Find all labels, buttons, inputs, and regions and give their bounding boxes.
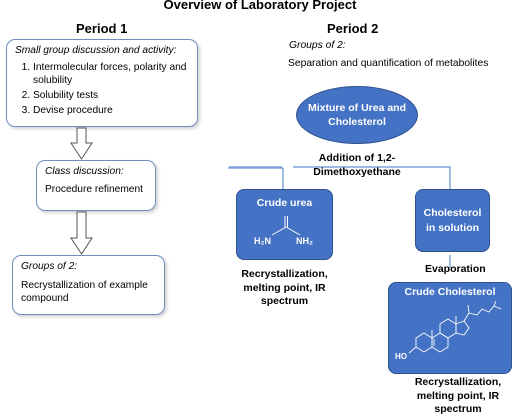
class-discussion-heading: Class discussion: bbox=[45, 166, 124, 177]
svg-text:H₂N: H₂N bbox=[254, 236, 271, 246]
down-arrow-icon bbox=[70, 127, 93, 160]
mixture-ellipse: Mixture of Urea and Cholesterol bbox=[296, 86, 418, 144]
period2-heading: Period 2 bbox=[327, 21, 379, 36]
list-item: Intermolecular forces, polarity and solu… bbox=[33, 61, 189, 87]
small-group-box: Small group discussion and activity: Int… bbox=[6, 39, 198, 127]
addition-label: Addition of 1,2-Dimethoxyethane bbox=[313, 152, 401, 178]
cholesterol-structure-icon: HO bbox=[395, 301, 502, 361]
groups-heading: Groups of 2: bbox=[21, 261, 78, 272]
small-group-list: Intermolecular forces, polarity and solu… bbox=[15, 61, 189, 117]
groups-text: Recrystallization of example compound bbox=[21, 280, 148, 305]
crude-urea-box: Crude urea H₂N NH₂ bbox=[236, 189, 333, 260]
period2-groups-text: Separation and quantification of metabol… bbox=[288, 58, 489, 69]
crude-cholesterol-box: Crude Cholesterol HO bbox=[388, 282, 512, 374]
cholesterol-solution-box: Cholesterol in solution bbox=[415, 189, 490, 252]
class-discussion-box: Class discussion: Procedure refinement bbox=[36, 160, 156, 211]
down-arrow-icon bbox=[70, 211, 93, 255]
evaporation-label: Evaporation bbox=[425, 263, 486, 275]
class-discussion-text: Procedure refinement bbox=[45, 184, 143, 196]
crude-urea-label: Crude urea bbox=[256, 197, 313, 209]
urea-structure-icon: H₂N NH₂ bbox=[254, 216, 313, 246]
period1-heading: Period 1 bbox=[76, 21, 128, 36]
branch-line bbox=[365, 166, 451, 190]
small-group-heading: Small group discussion and activity: bbox=[15, 45, 177, 56]
crude-cholesterol-label: Crude Cholesterol bbox=[404, 286, 496, 298]
cholesterol-solution-label: Cholesterol in solution bbox=[423, 207, 482, 234]
urea-result-label: Recrystallization, melting point, IR spe… bbox=[241, 268, 328, 308]
list-item: Solubility tests bbox=[33, 89, 189, 102]
svg-text:NH₂: NH₂ bbox=[296, 236, 313, 246]
mixture-label: Mixture of Urea and Cholesterol bbox=[307, 101, 407, 128]
svg-text:HO: HO bbox=[395, 352, 407, 361]
list-item: Devise procedure bbox=[33, 104, 189, 117]
page-title: Overview of Laboratory Project bbox=[163, 0, 357, 12]
groups-box-period1: Groups of 2: Recrystallization of exampl… bbox=[12, 255, 165, 315]
cholesterol-result-label: Recrystallization, melting point, IR spe… bbox=[414, 376, 502, 416]
period2-groups-heading: Groups of 2: bbox=[289, 40, 346, 51]
